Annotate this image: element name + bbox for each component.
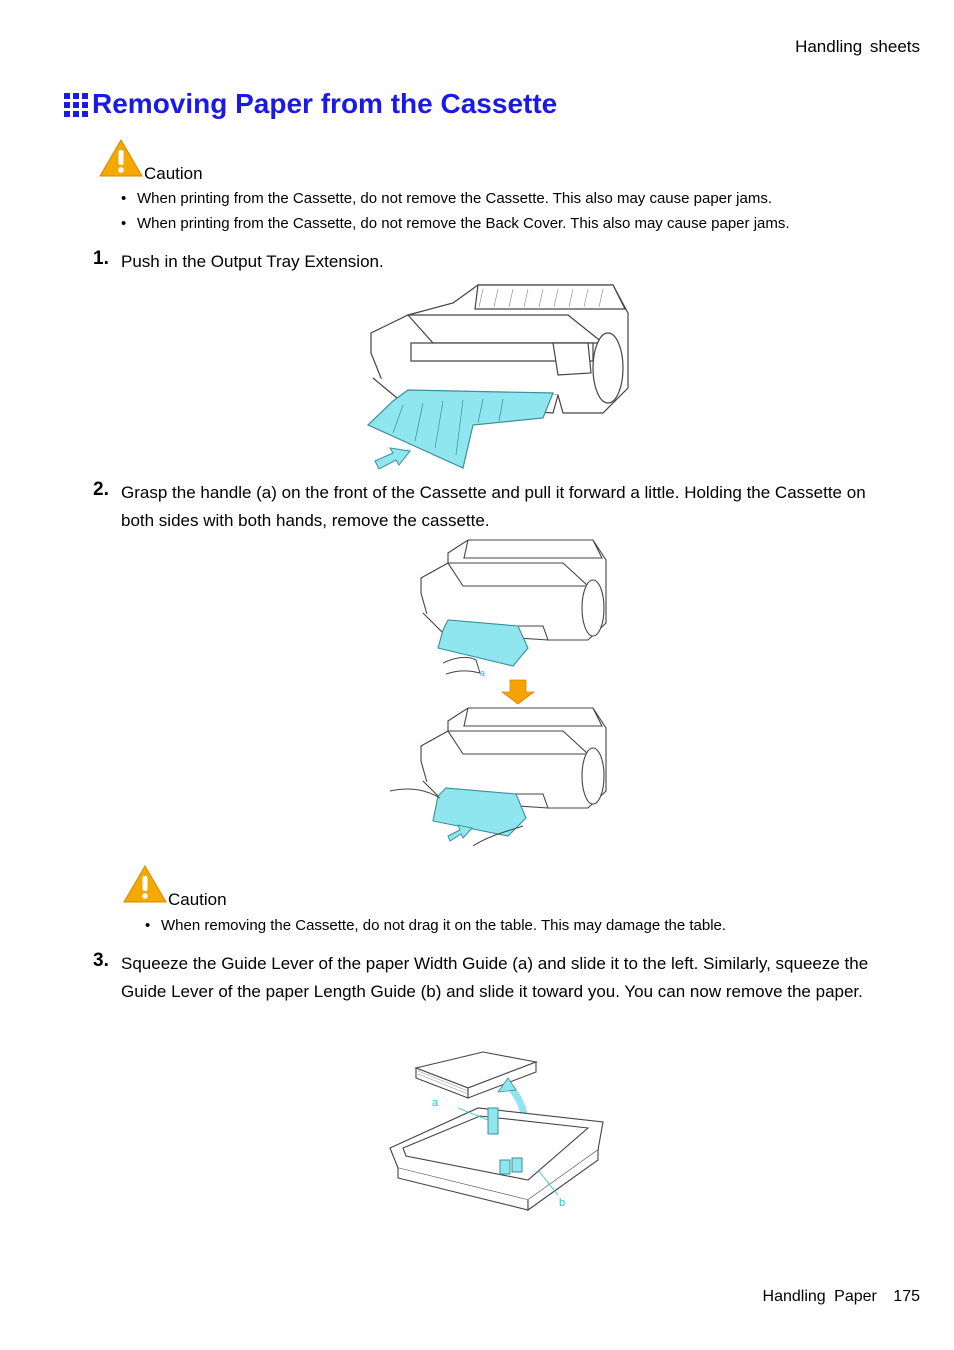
step-text: Push in the Output Tray Extension. [121,252,384,271]
step-2: 2. Grasp the handle (a) on the front of … [93,479,891,535]
callout-a: a [432,1097,439,1109]
caution-label: Caution [144,164,203,183]
warning-icon [99,139,143,177]
lift-arrow-icon [497,1077,517,1093]
caution-list: When printing from the Cassette, do not … [121,189,901,239]
printer-output-tray-illustration [366,284,629,470]
step-number: 2. [93,479,109,500]
pull-arrow-icon [447,824,473,842]
printer-cassette-removal-illustration: a [389,539,607,847]
step-3: 3. Squeeze the Guide Lever of the paper … [93,950,881,1006]
caution-heading: Caution [122,864,227,909]
caution-list: When removing the Cassette, do not drag … [145,916,905,941]
callout-b: b [559,1197,565,1209]
running-footer: Handling Paper 175 [763,1288,920,1306]
caution-item: When removing the Cassette, do not drag … [145,916,905,935]
down-arrow-icon [500,679,536,705]
cassette-guides-illustration: a b [389,1051,604,1212]
page-title: Removing Paper from the Cassette [92,88,558,119]
grid-icon [64,93,88,117]
step-number: 3. [93,950,109,971]
callout-a: a [480,668,485,678]
step-text: Squeeze the Guide Lever of the paper Wid… [121,954,869,1001]
caution-heading: Caution [98,138,203,183]
page-number: 175 [893,1288,920,1305]
caution-item: When printing from the Cassette, do not … [121,214,901,233]
warning-icon [123,865,167,903]
running-header: Handling sheets [795,37,920,56]
section-title-block: Removing Paper from the Cassette [64,88,557,120]
footer-chapter: Handling Paper [762,1288,877,1305]
step-1: 1. Push in the Output Tray Extension. [93,248,891,276]
step-number: 1. [93,248,109,269]
caution-item: When printing from the Cassette, do not … [121,189,901,208]
caution-label: Caution [168,890,227,909]
step-text: Grasp the handle (a) on the front of the… [121,483,866,530]
